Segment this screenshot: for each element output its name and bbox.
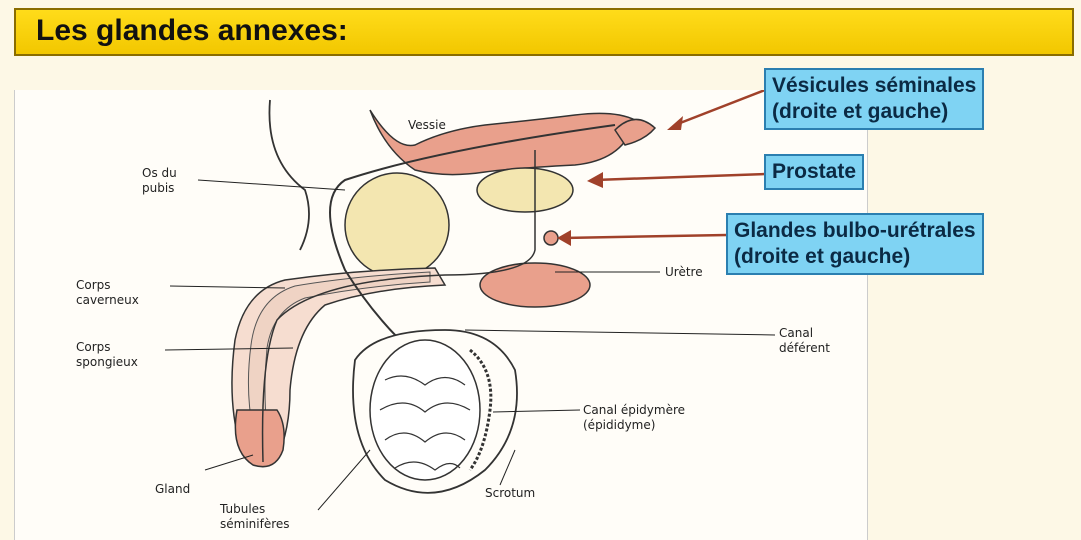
arrow-vesicules: [675, 90, 765, 125]
anatomy-illustration: [15, 90, 867, 540]
label-vessie: Vessie: [408, 118, 446, 133]
arrow-prostate: [595, 174, 765, 180]
pubic-bone-shape: [345, 173, 449, 277]
label-uretre: Urètre: [665, 265, 703, 280]
label-gland: Gland: [155, 482, 190, 497]
callout-glandes-bulbo-uretrales: Glandes bulbo-urétrales (droite et gauch…: [726, 213, 984, 275]
page-title: Les glandes annexes:: [36, 14, 348, 48]
label-scrotum: Scrotum: [485, 486, 535, 501]
title-bar: Les glandes annexes:: [14, 8, 1074, 56]
callout-vesicules-seminales: Vésicules séminales (droite et gauche): [764, 68, 984, 130]
arrow-bulbo: [563, 235, 727, 238]
label-canal-epidymere: Canal épidymère(épididyme): [583, 403, 685, 433]
callout-prostate: Prostate: [764, 154, 864, 190]
bulbourethral-gland-shape: [544, 231, 558, 245]
bulb-shape: [480, 263, 590, 307]
testis-shape: [370, 340, 480, 480]
prostate-shape: [477, 168, 573, 212]
body-outline: [269, 100, 309, 250]
